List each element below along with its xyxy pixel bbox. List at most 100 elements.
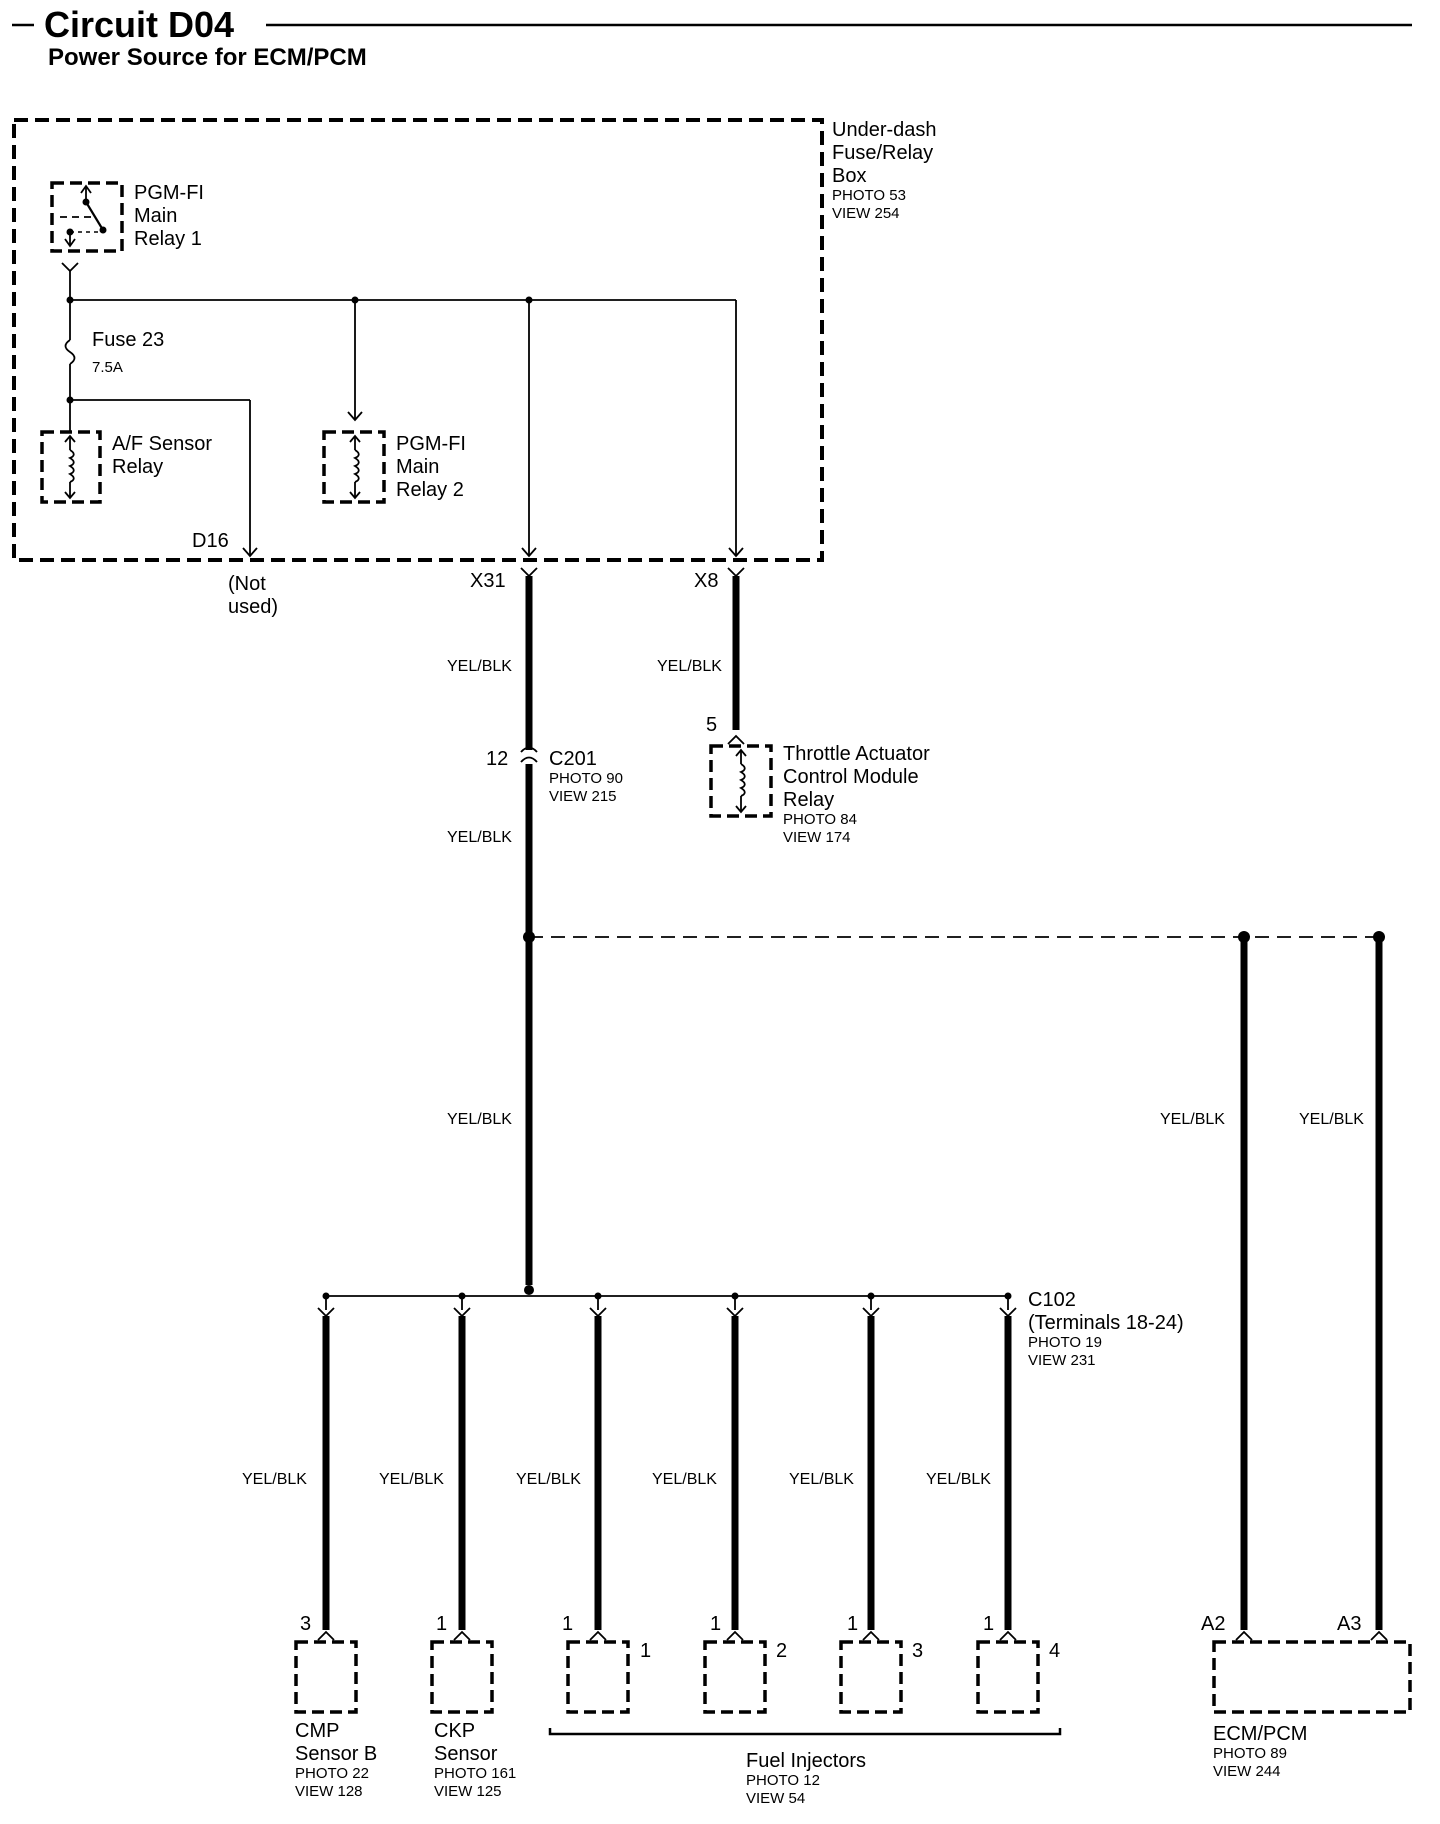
c201-view: VIEW 215 [549, 788, 617, 805]
throttle-relay-view: VIEW 174 [783, 829, 851, 846]
not-used-label-1: (Not [228, 573, 266, 595]
throttle-relay-name-2: Control Module [783, 766, 919, 788]
fuse-box-photo: PHOTO 53 [832, 187, 906, 204]
cmp-name-1: CMP [295, 1720, 339, 1742]
relay-coil-icon [349, 434, 361, 500]
af-sensor-relay: A/F Sensor Relay [40, 430, 212, 504]
throttle-relay-name-3: Relay [783, 789, 834, 811]
c201-connector-top [520, 746, 538, 753]
wire-label-inj4: YEL/BLK [926, 1471, 991, 1488]
cmp-view: VIEW 128 [295, 1783, 363, 1800]
ckp-pin: 1 [436, 1613, 447, 1635]
ecm-pcm: A2 A3 ECM/PCM PHOTO 89 VIEW 244 [1201, 1613, 1412, 1780]
x31-trunk: YEL/BLK 12 C201 PHOTO 90 VIEW 215 YEL/BL… [447, 567, 1385, 1285]
fuse-box-name-3: Box [832, 165, 866, 187]
terminal-x8-label: X8 [694, 570, 718, 592]
ckp-photo: PHOTO 161 [434, 1765, 516, 1782]
c201-name: C201 [549, 748, 597, 770]
wire-label-inj3: YEL/BLK [789, 1471, 854, 1488]
relay-coil-icon [64, 434, 76, 500]
cmp-pin: 3 [300, 1613, 311, 1635]
wire-label-inj2: YEL/BLK [652, 1471, 717, 1488]
relay1-name-2: Main [134, 205, 177, 227]
x8-connector [727, 567, 745, 578]
fuse-relay-box: Under-dash Fuse/Relay Box PHOTO 53 VIEW … [12, 118, 937, 562]
c102-name: C102 [1028, 1289, 1076, 1311]
fuel-injector-4: 1 4 [976, 1613, 1060, 1714]
injector2-number: 2 [776, 1640, 787, 1662]
af-relay-name-2: Relay [112, 456, 163, 478]
c102-terminals: (Terminals 18-24) [1028, 1312, 1184, 1334]
wire-label-trunk: YEL/BLK [447, 1111, 512, 1128]
c201-connector-bottom [520, 756, 538, 763]
ckp-sensor: 1 CKP Sensor PHOTO 161 VIEW 125 [430, 1613, 516, 1800]
fuel-injectors-view: VIEW 54 [746, 1790, 805, 1807]
fuse-box-outline [12, 118, 824, 562]
fuel-injector-1: 1 1 [562, 1613, 651, 1714]
ecm-name: ECM/PCM [1213, 1723, 1307, 1745]
ecm-pin-a3: A3 [1337, 1613, 1361, 1635]
wire-label-cmp: YEL/BLK [242, 1471, 307, 1488]
relay2-name-2: Main [396, 456, 439, 478]
injector1-pin: 1 [562, 1613, 573, 1635]
fuse-23-rating: 7.5A [92, 359, 123, 376]
fuse-box-wiring [61, 262, 744, 558]
injector3-number: 3 [912, 1640, 923, 1662]
throttle-relay-name-1: Throttle Actuator [783, 743, 930, 765]
throttle-relay-pin: 5 [706, 714, 717, 736]
fuel-injector-3: 1 3 [839, 1613, 923, 1714]
c102-photo: PHOTO 19 [1028, 1334, 1102, 1351]
wire-label-inj1: YEL/BLK [516, 1471, 581, 1488]
ecm-photo: PHOTO 89 [1213, 1745, 1287, 1762]
pgm-fi-main-relay-2: PGM-FI Main Relay 2 [322, 430, 466, 504]
fuel-injector-2: 1 2 [703, 1613, 787, 1714]
page-subtitle: Power Source for ECM/PCM [48, 44, 367, 71]
c102-bus: C102 (Terminals 18-24) PHOTO 19 VIEW 231 [322, 1285, 1184, 1369]
injector2-pin: 1 [710, 1613, 721, 1635]
ecm-pin-a2: A2 [1201, 1613, 1225, 1635]
cmp-name-2: Sensor B [295, 1743, 377, 1765]
injector4-pin: 1 [983, 1613, 994, 1635]
fuel-injectors: 1 1 1 2 1 3 1 4 Fuel Injectors PHOTO 12 … [548, 1613, 1062, 1807]
c201-pin: 12 [486, 748, 508, 770]
load-drops: YEL/BLK YEL/BLK YEL/BLK YEL/BLK YEL/BLK … [242, 937, 1383, 1630]
relay1-name-1: PGM-FI [134, 182, 204, 204]
af-relay-name-1: A/F Sensor [112, 433, 212, 455]
relay1-name-3: Relay 1 [134, 228, 202, 250]
wire-label-ecm-a3: YEL/BLK [1299, 1111, 1364, 1128]
relay2-name-3: Relay 2 [396, 479, 464, 501]
fuel-injectors-name: Fuel Injectors [746, 1750, 866, 1772]
page-title: Circuit D04 [44, 4, 234, 45]
fuse-box-view: VIEW 254 [832, 205, 900, 222]
relay-coil-icon [735, 748, 747, 814]
throttle-relay-photo: PHOTO 84 [783, 811, 857, 828]
pgm-fi-main-relay-1: PGM-FI Main Relay 1 [50, 181, 204, 253]
ckp-name-2: Sensor [434, 1743, 498, 1765]
fuse-box-name-2: Fuse/Relay [832, 142, 933, 164]
fuel-injectors-photo: PHOTO 12 [746, 1772, 820, 1789]
injector-group-bracket [548, 1728, 1062, 1736]
relay-switch-icon [60, 184, 107, 248]
injector4-number: 4 [1049, 1640, 1060, 1662]
c201-photo: PHOTO 90 [549, 770, 623, 787]
fuse-23-symbol [64, 339, 76, 365]
relay1-output-connector [61, 262, 79, 273]
c102-view: VIEW 231 [1028, 1352, 1096, 1369]
wire-label-x31: YEL/BLK [447, 658, 512, 675]
injector3-pin: 1 [847, 1613, 858, 1635]
wire-label-ecm-a2: YEL/BLK [1160, 1111, 1225, 1128]
cmp-photo: PHOTO 22 [295, 1765, 369, 1782]
wire-label-c201: YEL/BLK [447, 829, 512, 846]
wire-label-ckp: YEL/BLK [379, 1471, 444, 1488]
throttle-actuator-relay: Throttle Actuator Control Module Relay P… [709, 743, 930, 846]
terminal-d16-label: D16 [192, 530, 229, 552]
ecm-view: VIEW 244 [1213, 1763, 1281, 1780]
x8-branch: YEL/BLK 5 [657, 567, 745, 745]
injector1-number: 1 [640, 1640, 651, 1662]
x31-connector [520, 567, 538, 578]
relay2-name-1: PGM-FI [396, 433, 466, 455]
ckp-name-1: CKP [434, 1720, 475, 1742]
wire-label-x8: YEL/BLK [657, 658, 722, 675]
ckp-view: VIEW 125 [434, 1783, 502, 1800]
